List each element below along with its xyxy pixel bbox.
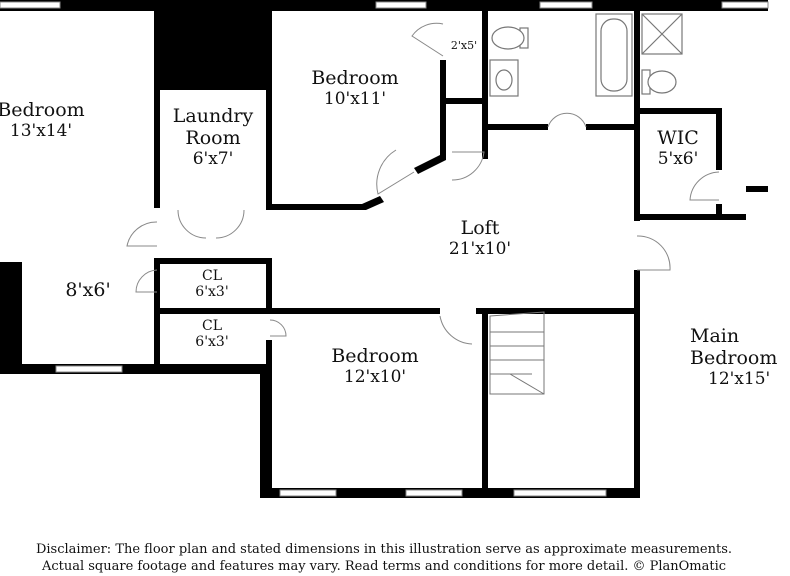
room-dimensions: 2'x5' [450,39,478,52]
room-name: Bedroom [311,67,399,89]
windows [0,1,769,497]
wall-left-lower [0,262,22,374]
room-dimensions: 5'x6' [657,148,699,169]
room-main-bedroom: Main Bedroom 12'x15' [690,325,777,389]
wall-closet-divider [154,308,272,314]
window [55,365,123,373]
door-arc [135,269,158,293]
wall-bedroom-top-right [440,60,446,160]
wall-stair-top [476,308,636,314]
wall-laundry-top [154,84,272,90]
wall-main-left [634,270,640,490]
room-bedroom-top: Bedroom 10'x11' [290,67,420,109]
room-dimensions: 6'x3' [195,334,229,351]
disclaimer-line-1: Disclaimer: The floor plan and stated di… [35,542,733,557]
room-bath-closet: 2'x5' [446,39,482,53]
room-name: Main Bedroom [690,325,778,369]
wall-closet1-right [266,258,272,312]
wall-bedroom-top-corner [362,196,384,210]
room-name: Bedroom [0,99,85,121]
room-laundry: Laundry Room 6'x7' [160,105,266,169]
disclaimer-line-2: Actual square footage and features may v… [41,559,727,574]
room-dimensions: 12'x10' [343,366,407,387]
room-name: Laundry Room [172,105,254,149]
room-dimensions: 6'x7' [192,148,234,169]
wall-bath-right [634,11,640,221]
door-arc [689,171,720,201]
door-arc [636,235,671,271]
wall-left-bottom [0,364,268,374]
window [721,1,769,9]
room-dimensions: 10'x11' [323,88,387,109]
room-hall: 8'x6' [48,279,128,302]
door-arc [177,209,245,239]
door-arc [126,221,158,247]
room-loft: Loft 21'x10' [420,217,540,259]
window [539,1,593,9]
room-bedroom-left: Bedroom 13'x14' [0,99,116,141]
window [405,489,463,497]
room-dimensions: 8'x6' [65,279,111,301]
room-dimensions: 13'x14' [9,120,73,141]
room-bedroom-bottom: Bedroom 12'x10' [310,345,440,387]
door-arc [411,22,444,57]
wall-laundry-right [266,88,272,210]
shaft [154,0,272,88]
shower-cross [641,13,683,55]
door-arc [269,319,287,337]
floor-plan-drawing [0,0,769,498]
wall-bath-bottom-left [486,124,548,130]
wall-bath-bottom-right [586,124,640,130]
room-name: Loft [460,217,500,239]
room-name: CL [201,318,222,334]
room-wic: WIC 5'x6' [640,127,716,169]
wall-wic-right [716,108,722,170]
wall-bedroom-top-bottom [266,204,366,210]
door-arc [547,112,587,128]
room-closet-1: CL 6'x3' [176,268,248,300]
room-name: WIC [657,127,699,149]
window [279,489,337,497]
wall-bath-left [482,11,488,159]
wall-main-closet [746,186,768,192]
door-arc [439,315,473,345]
door-arc [451,151,485,181]
window [513,489,607,497]
stair-treads [489,316,545,395]
sink-basin [495,69,513,91]
window [375,1,427,9]
bathtub-inner [600,18,628,92]
wall-wic-top [634,108,722,114]
room-closet-2: CL 6'x3' [176,318,248,350]
wall-closet1-top [154,258,272,264]
fixtures [489,13,683,97]
wall-bath-closet [440,98,488,104]
doors [126,22,720,345]
room-dimensions: 12'x15' [708,368,771,389]
wall-wic-bottom [634,214,746,220]
wall-bottom-left-vertical [260,364,272,498]
room-name: Bedroom [331,345,419,367]
room-dimensions: 21'x10' [448,238,512,259]
wall-stair-left [482,308,488,490]
stairs [489,311,545,395]
wall-laundry-left [154,88,160,208]
stair-outline [489,311,545,395]
room-name: CL [201,268,222,284]
window [0,1,61,9]
wall-bedroom-bottom-top [266,308,440,314]
wall-wic-stub [716,204,722,220]
wall-closet2-right [266,340,272,366]
room-dimensions: 6'x3' [195,284,229,301]
door-arc [376,149,415,195]
wall-bedroom-top-diagonal [414,154,446,174]
toilet-bowl [491,26,525,50]
toilet-bowl-2 [647,70,677,94]
